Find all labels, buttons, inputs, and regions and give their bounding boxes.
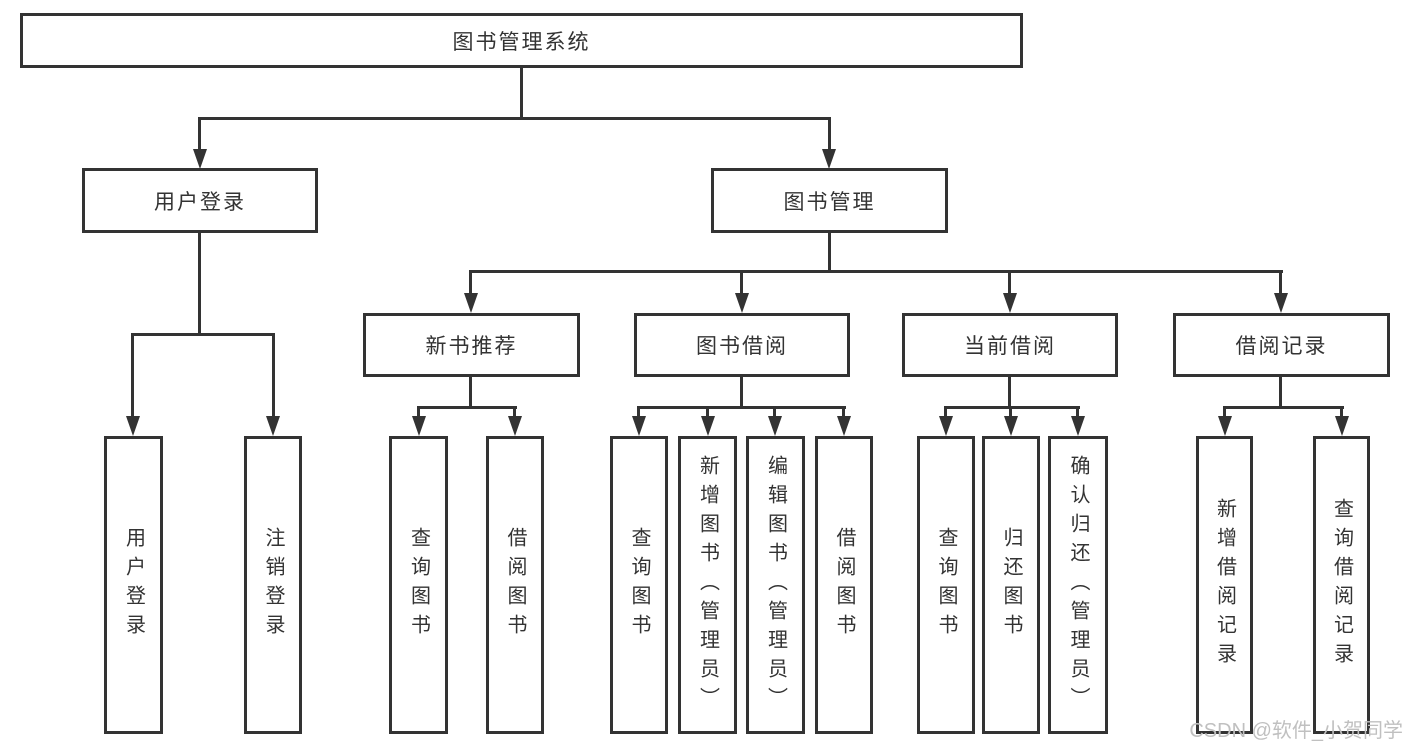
connector-new-book-stem (469, 377, 472, 409)
arrow-down-icon (412, 416, 426, 436)
connector-drop-leaf-logout (272, 333, 275, 418)
node-label: 注销登录 (262, 527, 284, 643)
leaf-add-borrow-record: 新增借阅记录 (1196, 436, 1253, 734)
connector-drop (842, 406, 845, 418)
node-label: 归还图书 (1000, 527, 1022, 643)
node-label: 图书借阅 (696, 335, 788, 358)
arrow-down-icon (1335, 416, 1349, 436)
arrow-down-icon (632, 416, 646, 436)
arrow-down-icon (508, 416, 522, 436)
connector-drop (1223, 406, 1226, 418)
csdn-watermark: CSDN @软件_小贺同学 (1189, 720, 1403, 742)
node-label: 查询图书 (935, 527, 957, 643)
connector-drop-current-borrowing (1008, 270, 1011, 295)
connector-book-borrowing-branch (637, 406, 846, 409)
connector-book-management-stem (828, 233, 831, 273)
node-label: 借阅图书 (833, 527, 855, 643)
arrow-down-icon (939, 416, 953, 436)
connector-drop-user-login (198, 117, 201, 151)
arrow-down-icon (735, 293, 749, 313)
connector-drop (637, 406, 640, 418)
leaf-confirm-return-admin: 确认归还（管理员） (1048, 436, 1108, 734)
leaf-query-books-recommend: 查询图书 (389, 436, 448, 734)
node-new-book-recommendation: 新书推荐 (363, 313, 580, 377)
connector-drop-book-management (828, 117, 831, 151)
node-label: 查询图书 (407, 527, 430, 643)
arrow-down-icon (193, 149, 207, 169)
leaf-logout: 注销登录 (244, 436, 302, 734)
node-label: 确认归还（管理员） (1067, 454, 1089, 716)
connector-drop (1009, 406, 1012, 418)
connector-new-book-branch (417, 406, 517, 409)
leaf-query-borrow-record: 查询借阅记录 (1313, 436, 1370, 734)
connector-current-borrowing-stem (1008, 377, 1011, 409)
node-label: 用户登录 (154, 190, 246, 214)
node-label: 当前借阅 (964, 335, 1056, 358)
arrow-down-icon (266, 416, 280, 436)
node-label: 查询图书 (628, 527, 650, 643)
connector-root-stem (520, 68, 523, 118)
leaf-edit-books-admin: 编辑图书（管理员） (746, 436, 805, 734)
node-user-login: 用户登录 (82, 168, 318, 233)
leaf-query-books-current: 查询图书 (917, 436, 975, 734)
arrow-down-icon (1071, 416, 1085, 436)
connector-drop (1340, 406, 1343, 418)
leaf-borrow-books: 借阅图书 (815, 436, 873, 734)
connector-drop (417, 406, 420, 418)
connector-drop-leaf-user-login (131, 333, 134, 418)
node-book-borrowing: 图书借阅 (634, 313, 850, 377)
leaf-user-login: 用户登录 (104, 436, 163, 734)
arrow-down-icon (126, 416, 140, 436)
arrow-down-icon (1274, 293, 1288, 313)
connector-drop-book-borrowing (740, 270, 743, 295)
connector-borrow-records-stem (1279, 377, 1282, 409)
connector-user-login-stem (198, 233, 201, 336)
connector-book-management-branch (469, 270, 1283, 273)
arrow-down-icon (464, 293, 478, 313)
leaf-return-books: 归还图书 (982, 436, 1040, 734)
connector-drop (706, 406, 709, 418)
node-label: 图书管理 (783, 190, 876, 214)
connector-user-login-branch (131, 333, 275, 336)
connector-book-borrowing-stem (740, 377, 743, 409)
connector-drop (944, 406, 947, 418)
connector-drop (773, 406, 776, 418)
arrow-down-icon (837, 416, 851, 436)
arrow-down-icon (768, 416, 782, 436)
node-label: 新书推荐 (425, 335, 518, 358)
node-label: 图书管理系统 (452, 30, 591, 54)
arrow-down-icon (1003, 293, 1017, 313)
arrow-down-icon (701, 416, 715, 436)
connector-root-branch (198, 117, 831, 120)
node-label: 借阅图书 (504, 527, 526, 643)
leaf-add-books-admin: 新增图书（管理员） (678, 436, 737, 734)
node-current-borrowing: 当前借阅 (902, 313, 1118, 377)
connector-drop-new-book (469, 270, 472, 295)
connector-drop (513, 406, 516, 418)
node-book-management: 图书管理 (711, 168, 948, 233)
connector-borrow-records-branch (1223, 406, 1344, 409)
connector-current-borrowing-branch (944, 406, 1080, 409)
connector-drop (1076, 406, 1079, 418)
node-label: 查询借阅记录 (1330, 498, 1353, 672)
node-label: 新增图书（管理员） (696, 454, 719, 716)
leaf-query-books-borrowing: 查询图书 (610, 436, 668, 734)
node-label: 用户登录 (122, 527, 145, 643)
connector-drop-borrow-records (1279, 270, 1282, 295)
arrow-down-icon (1218, 416, 1232, 436)
node-borrowing-records: 借阅记录 (1173, 313, 1390, 377)
arrow-down-icon (822, 149, 836, 169)
node-label: 编辑图书（管理员） (764, 454, 787, 716)
node-label: 借阅记录 (1235, 335, 1328, 358)
leaf-borrow-books-recommend: 借阅图书 (486, 436, 544, 734)
arrow-down-icon (1004, 416, 1018, 436)
node-label: 新增借阅记录 (1213, 498, 1236, 672)
node-library-management-system: 图书管理系统 (20, 13, 1023, 68)
